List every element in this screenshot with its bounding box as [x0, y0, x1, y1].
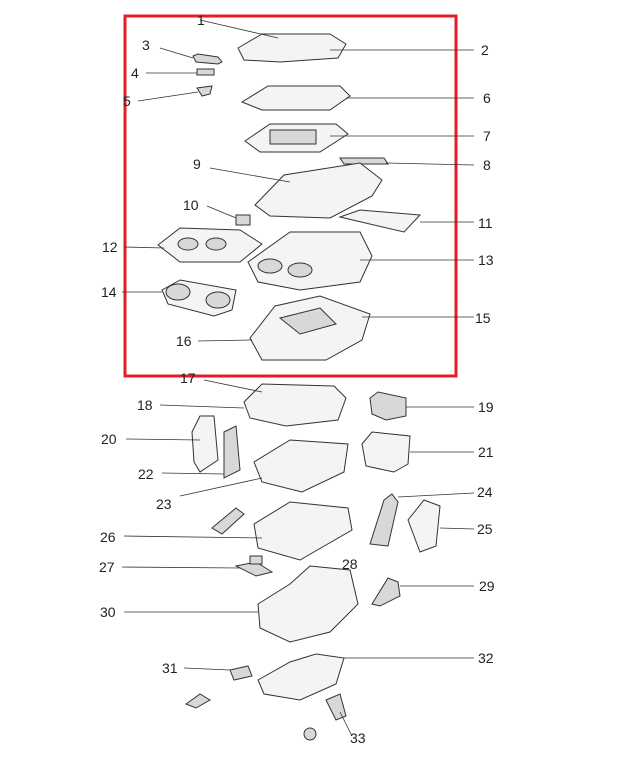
callout-19: 19	[478, 399, 494, 415]
callout-20: 20	[101, 431, 117, 447]
callout-27: 27	[99, 559, 115, 575]
part-bin[interactable]	[247, 231, 373, 291]
part-armrest[interactable]	[243, 383, 347, 427]
part-bracket-rail[interactable]	[223, 425, 241, 479]
part-duct[interactable]	[257, 653, 345, 701]
part-small-hook[interactable]	[184, 693, 211, 709]
callout-24: 24	[477, 484, 493, 500]
part-pull-handle[interactable]	[234, 561, 274, 577]
part-hinge-assembly[interactable]	[407, 499, 441, 553]
callout-4: 4	[131, 65, 139, 81]
part-console-base[interactable]	[253, 501, 353, 561]
callout-26: 26	[100, 529, 116, 545]
part-release-handle[interactable]	[369, 391, 407, 421]
callout-11: 11	[478, 215, 493, 231]
callout-28: 28	[342, 556, 358, 572]
callout-23: 23	[156, 496, 172, 512]
callout-21: 21	[478, 444, 494, 460]
part-handle[interactable]	[192, 53, 223, 65]
part-lid[interactable]	[237, 33, 347, 63]
part-hinge-link[interactable]	[369, 493, 399, 547]
callout-12: 12	[102, 239, 118, 255]
callout-22: 22	[138, 466, 154, 482]
callout-29: 29	[479, 578, 495, 594]
part-side-bracket[interactable]	[371, 577, 401, 607]
callout-33: 33	[350, 730, 366, 746]
callout-5: 5	[123, 93, 131, 109]
part-seat-base[interactable]	[257, 565, 359, 643]
callout-14: 14	[101, 284, 117, 300]
part-clip-bracket[interactable]	[325, 693, 347, 721]
part-lower-tray[interactable]	[253, 439, 349, 493]
callout-8: 8	[483, 157, 491, 173]
callout-10: 10	[183, 197, 199, 213]
part-fastener[interactable]	[303, 727, 317, 741]
callout-15: 15	[475, 310, 491, 326]
callout-30: 30	[100, 604, 116, 620]
callout-9: 9	[193, 156, 201, 172]
part-bin-frame[interactable]	[254, 162, 383, 219]
part-clip[interactable]	[196, 85, 213, 97]
callout-13: 13	[478, 252, 494, 268]
part-mat[interactable]	[338, 209, 422, 233]
part-bracket-left[interactable]	[191, 415, 219, 473]
part-small-clip[interactable]	[235, 214, 251, 226]
part-mount-bracket[interactable]	[211, 507, 245, 535]
callout-2: 2	[481, 42, 489, 58]
callout-18: 18	[137, 397, 153, 413]
callout-32: 32	[478, 650, 494, 666]
callout-16: 16	[176, 333, 192, 349]
part-tray[interactable]	[240, 85, 351, 111]
part-latch[interactable]	[196, 68, 215, 76]
callout-3: 3	[142, 37, 150, 53]
callout-1: 1	[197, 12, 205, 28]
highlight-box	[123, 14, 458, 378]
callout-25: 25	[477, 521, 493, 537]
part-hinge-bar[interactable]	[339, 157, 389, 165]
callout-31: 31	[162, 660, 178, 676]
callout-6: 6	[483, 90, 491, 106]
callout-17: 17	[180, 370, 196, 386]
part-latch-housing[interactable]	[361, 431, 411, 473]
part-mount-strip[interactable]	[229, 665, 253, 681]
callout-7: 7	[483, 128, 491, 144]
